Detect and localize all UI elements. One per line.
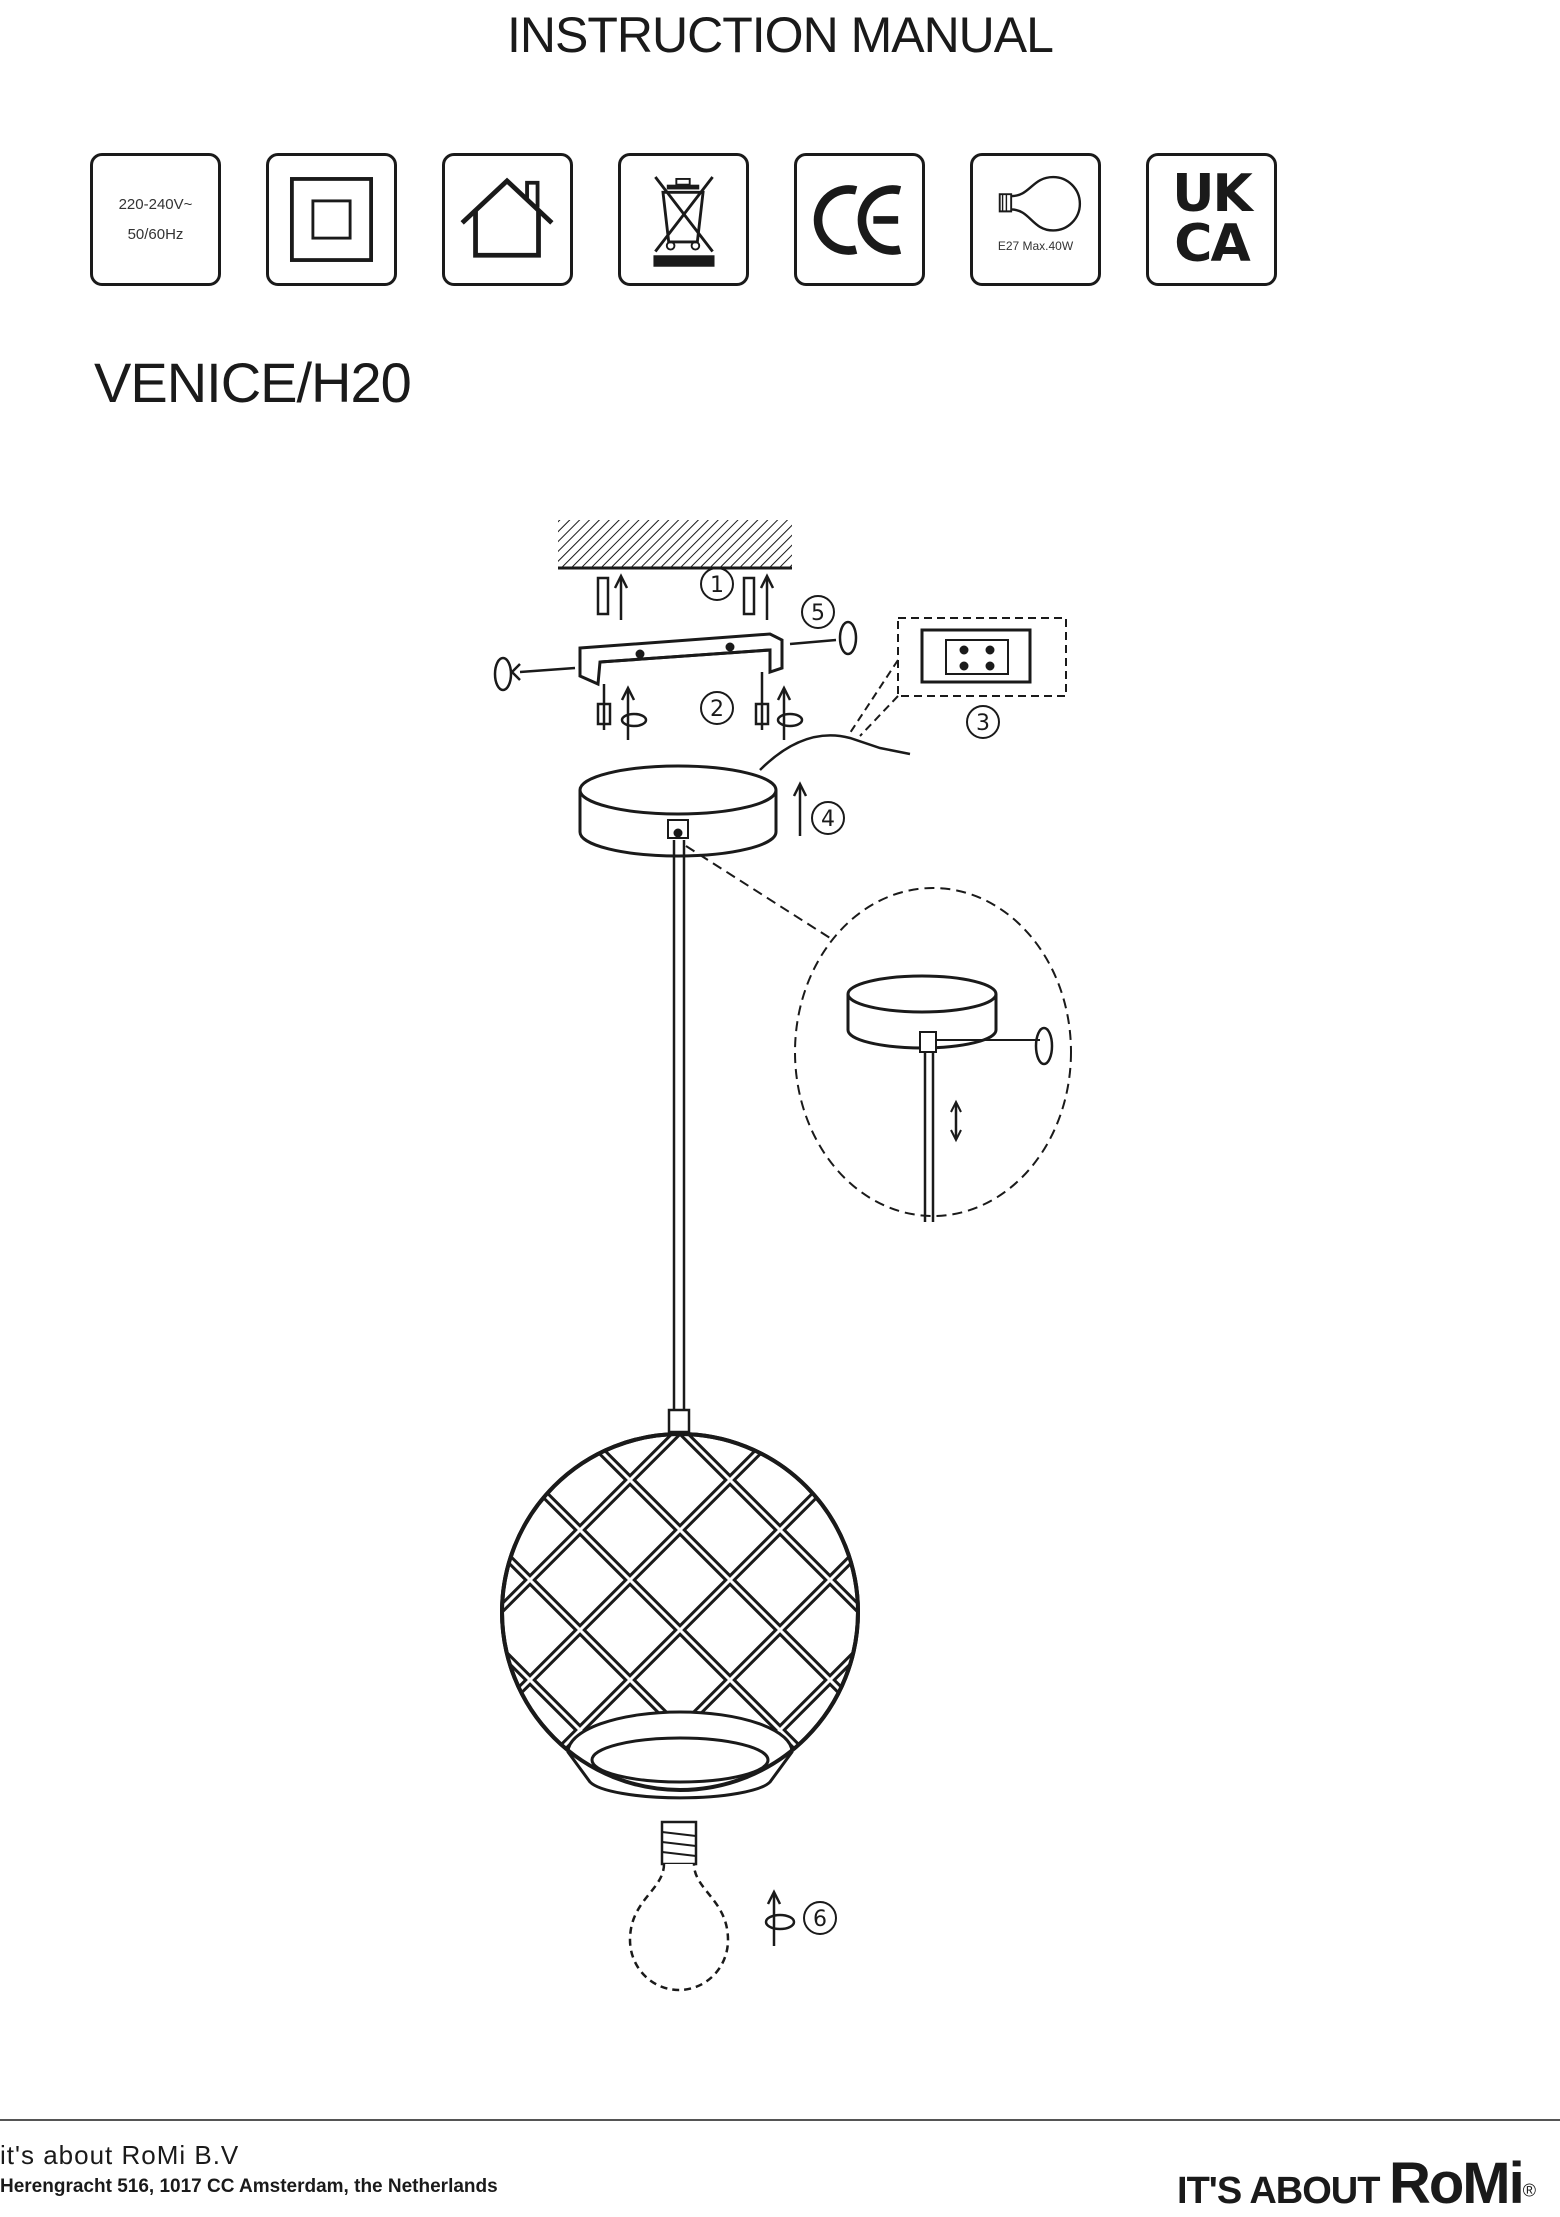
mounting-bracket <box>578 632 784 687</box>
registered-mark: ® <box>1522 2180 1536 2201</box>
bracket-screws <box>596 672 804 740</box>
suspension-cable <box>672 840 686 1412</box>
indoor-use-house-icon <box>442 153 573 286</box>
ukca-mark-icon: UK CA <box>1146 153 1277 286</box>
ce-mark-icon <box>794 153 925 286</box>
terminal-block-inset <box>847 617 1067 737</box>
step-4-label: 4 <box>821 807 835 832</box>
company-address: Herengracht 516, 1017 CC Amsterdam, the … <box>0 2176 498 2197</box>
assembly-diagram: 1 2 3 4 5 6 <box>493 520 1072 1992</box>
step-numbers <box>700 567 1000 1935</box>
cable-adjust-detail <box>685 845 1072 1222</box>
bulb-rotate-arrow <box>764 1889 796 1946</box>
ukca-line-2: CA <box>1174 214 1250 274</box>
step-1-label: 1 <box>710 573 724 598</box>
voltage-rating-icon: 220-240V~ 50/60Hz <box>90 153 221 286</box>
double-insulation-icon <box>266 153 397 286</box>
lattice-ball-shade <box>500 1432 860 1800</box>
canopy-arrow <box>792 781 808 836</box>
side-screws <box>493 620 858 692</box>
step-6-label: 6 <box>813 1907 827 1932</box>
bulb-spec-label: E27 Max.40W <box>997 239 1074 253</box>
crossed-out-bin-icon <box>618 153 749 286</box>
company-name: it's about RoMi B.V <box>0 2140 240 2170</box>
step-2-label: 2 <box>710 697 724 722</box>
brand-prefix: IT'S ABOUT <box>1177 2170 1389 2212</box>
voltage-range-label: 220-240V~ <box>118 196 193 213</box>
product-model: VENICE/H20 <box>94 351 412 414</box>
ceiling-canopy <box>578 764 778 858</box>
bulb-spec-icon: E27 Max.40W <box>970 153 1101 286</box>
wall-plugs <box>596 573 775 620</box>
brand-name: RoMi <box>1388 2151 1525 2216</box>
step-3-label: 3 <box>976 711 990 736</box>
footer-divider <box>0 2119 1560 2121</box>
brand-logo: IT'S ABOUT RoMi® <box>1177 2150 1536 2217</box>
ukca-line-1: UK <box>1172 164 1253 224</box>
step-5-label: 5 <box>811 601 825 626</box>
certification-icons-row: 220-240V~ 50/60Hz <box>0 0 1560 300</box>
light-bulb <box>628 1820 730 1992</box>
lamp-holder-cap <box>667 1408 691 1434</box>
manual-title: INSTRUCTION MANUAL <box>507 7 1054 63</box>
ceiling-hatch <box>558 520 792 570</box>
supply-wires <box>759 734 911 771</box>
frequency-label: 50/60Hz <box>127 226 184 243</box>
